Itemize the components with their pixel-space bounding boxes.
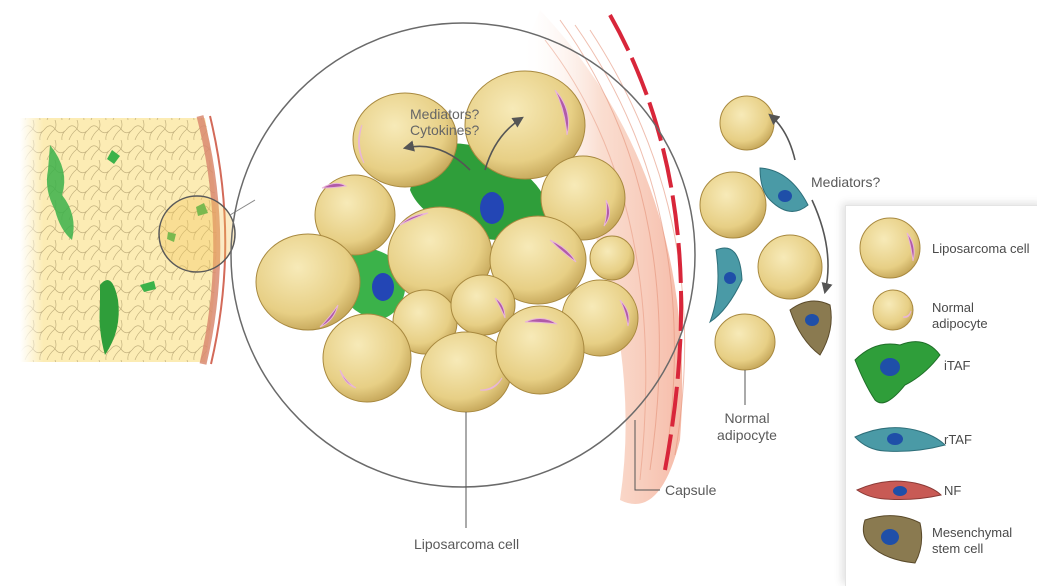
normal-adipocyte-label: Normal adipocyte [712,410,782,444]
legend-label-stem-cell: Mesenchymal stem cell [932,525,1012,557]
itaf-icon [855,342,940,403]
zoom-source-circle [159,196,235,272]
mediators-center-label: Mediators? [410,106,479,123]
rtaf-icon [855,428,945,452]
cell [323,314,411,402]
legend-label-liposarcoma: Liposarcoma cell [932,241,1030,257]
normal-adipocyte [700,172,766,238]
legend-label-normal-adipocyte: Normal adipocyte [932,300,988,332]
legend-label-stem-line1: Mesenchymal [932,525,1012,541]
legend-label-rtaf: rTAF [944,432,972,448]
cell [590,236,634,280]
right-cell-group [700,96,831,370]
normal-adipocyte [715,314,775,370]
liposarcoma-cell-label: Liposarcoma cell [414,536,519,553]
liposarcoma-cell-icon [860,218,920,278]
normal-adipocyte-label-line1: Normal [712,410,782,427]
legend-label-normal-line1: Normal [932,300,988,316]
normal-adipocyte-label-line2: adipocyte [712,427,782,444]
legend-icons [845,205,1037,579]
mediators-right-label: Mediators? [811,174,880,191]
legend-label-stem-line2: stem cell [932,541,1012,557]
cell [256,234,360,330]
cell [496,306,584,394]
normal-adipocyte-icon [873,290,913,330]
normal-adipocyte [758,235,822,299]
normal-adipocyte [720,96,774,150]
mesenchymal-stem-cell-icon [863,516,921,563]
legend-label-normal-line2: adipocyte [932,316,988,332]
legend-label-itaf: iTAF [944,358,970,374]
capsule-label: Capsule [665,482,716,499]
legend-label-nf: NF [944,483,961,499]
cytokines-center-label: Cytokines? [410,122,479,139]
nf-icon [857,481,941,499]
